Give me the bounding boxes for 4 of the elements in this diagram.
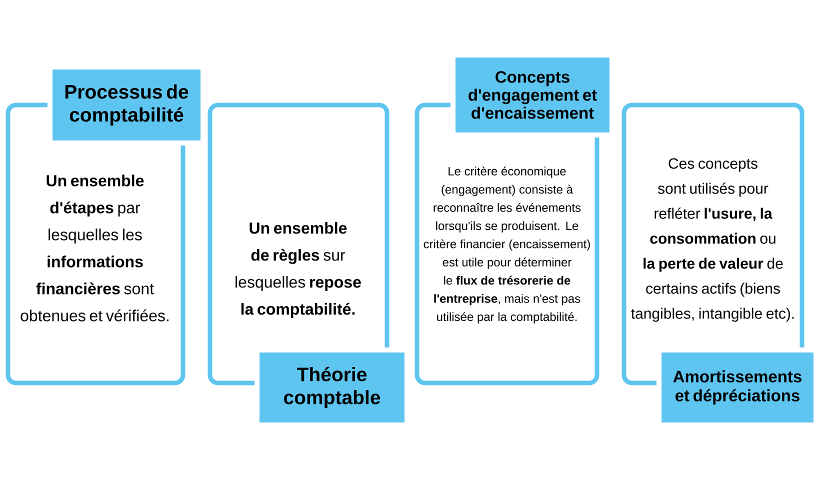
title-tab: Amortissements et dépréciations (656, 348, 818, 428)
title-tab: Processus de comptabilité (48, 64, 206, 146)
title-tab: Concepts d'engagement et d'encaissement (450, 52, 614, 138)
title-tab: Théorie comptable (254, 348, 410, 428)
